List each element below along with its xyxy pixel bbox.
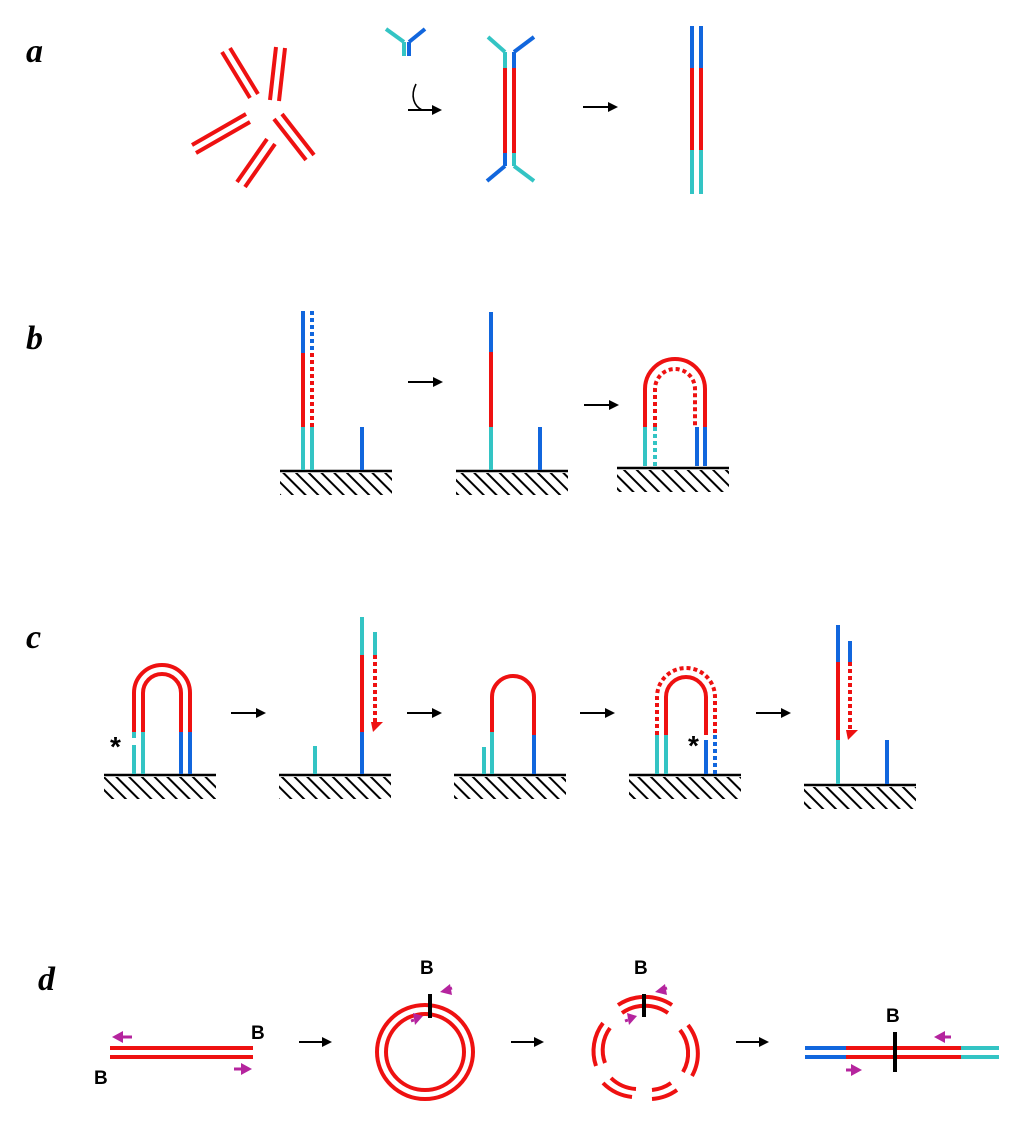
final-product xyxy=(805,1046,999,1059)
bridge-b3 xyxy=(643,357,707,466)
circular-fragment xyxy=(375,1003,475,1101)
primer-arrows-circle xyxy=(410,984,453,1025)
site-label-product: B xyxy=(886,1006,900,1027)
nick-marker-left: * xyxy=(110,731,121,762)
primer-arrows-linear xyxy=(112,1031,252,1075)
panel-label-b: b xyxy=(26,320,43,357)
panel-b: b xyxy=(26,311,729,495)
y-adapter xyxy=(384,27,427,56)
solid-support-c4 xyxy=(629,773,741,799)
solid-support-c2 xyxy=(279,773,391,799)
extended-strand-c2 xyxy=(313,617,383,774)
template-duplex-b1 xyxy=(301,311,364,470)
adapter-ligated-fragment xyxy=(485,35,536,183)
dna-fragments xyxy=(191,46,316,189)
solid-support-b3 xyxy=(617,466,729,492)
filled-fragment xyxy=(690,26,703,194)
site-label-left: B xyxy=(94,1068,108,1089)
panel-label-a: a xyxy=(26,33,43,70)
nick-marker-right: * xyxy=(688,730,699,761)
solid-support-c3 xyxy=(454,773,566,799)
solid-support-b1 xyxy=(280,469,392,495)
bridge-c1 xyxy=(131,663,192,774)
panel-label-c: c xyxy=(26,619,41,656)
site-label-fragments: B xyxy=(634,958,648,979)
extended-strand-c5 xyxy=(836,625,889,784)
site-label-circle: B xyxy=(420,958,434,979)
bridge-c4 xyxy=(655,666,717,774)
solid-support-b2 xyxy=(456,469,568,495)
solid-support-c5 xyxy=(804,783,916,809)
site-label-right: B xyxy=(251,1023,265,1044)
panel-label-d: d xyxy=(38,961,56,998)
single-strand-b2 xyxy=(489,312,542,470)
panel-d: d B B B xyxy=(38,958,999,1101)
primer-arrows-product xyxy=(846,1031,951,1076)
solid-support-c1 xyxy=(104,773,216,799)
bridge-c3 xyxy=(482,674,536,774)
ligation-arrow xyxy=(412,83,423,111)
linear-fragment xyxy=(110,1046,253,1059)
primer-arrows-fragments xyxy=(624,984,668,1025)
panel-a: a xyxy=(26,26,703,194)
panel-c: c * xyxy=(26,617,916,809)
